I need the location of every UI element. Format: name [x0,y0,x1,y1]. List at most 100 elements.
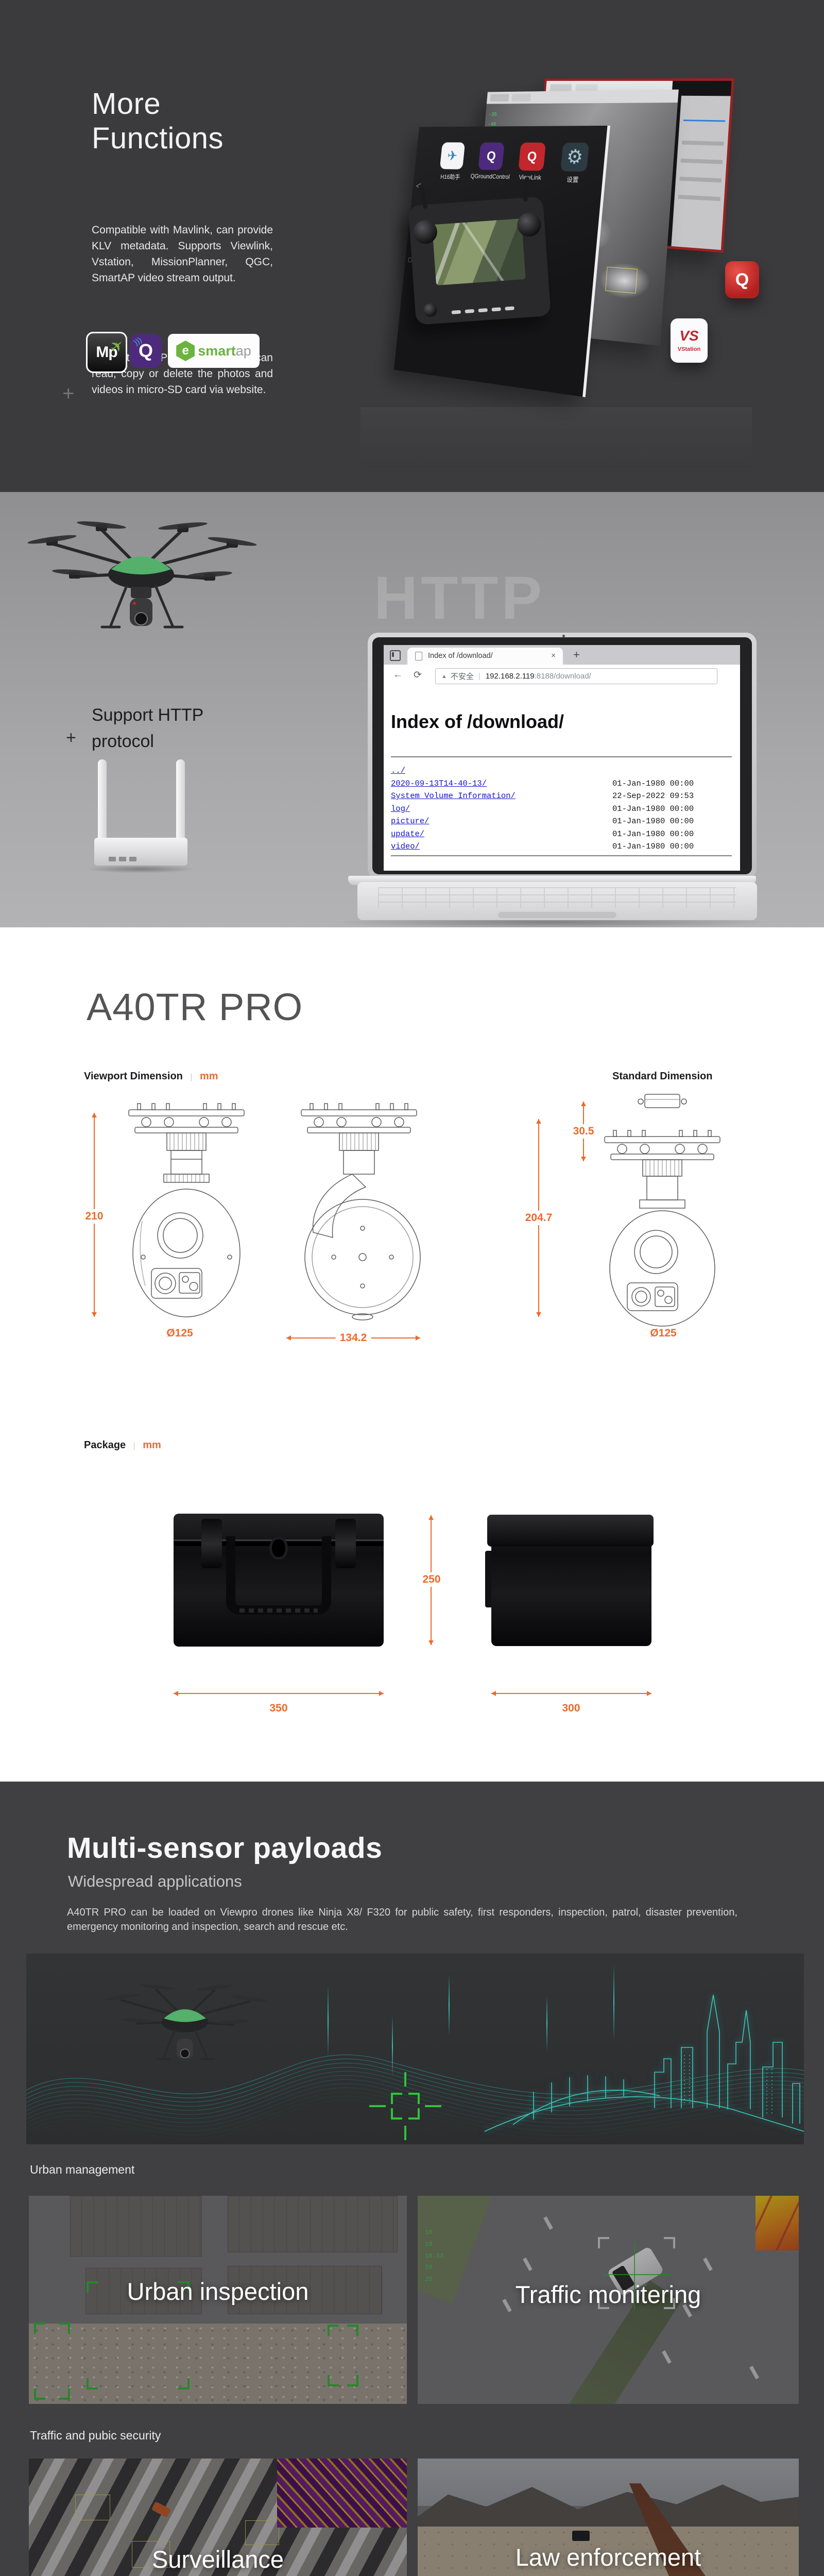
laptop-keyboard [357,882,757,920]
not-secure-label: 不安全 [450,672,474,681]
file-link[interactable]: 2020-09-13T14-40-13/ [391,778,487,788]
dim-line-300 [491,1691,651,1696]
smartap-logo-light: ap [235,343,251,359]
browser-tab[interactable]: Index of /download/ × [407,648,563,665]
new-tab-icon[interactable]: + [573,648,580,661]
reload-icon[interactable]: ⟳ [414,670,422,681]
payloads-title: Multi-sensor payloads [67,1832,383,1865]
smartap-hex-icon: e [176,341,195,361]
gear-icon: ⚙ [560,142,590,172]
product-title: A40TR PRO [87,986,303,1028]
dim-134: 134.2 [335,1331,371,1345]
file-link[interactable]: update/ [391,829,425,839]
browser-tab-strip: Index of /download/ × + [384,645,740,665]
dim-210: 210 [81,1209,108,1224]
card-traffic-monitoring: 10 18 18.33 20 25 Traffic monitering [418,2196,799,2404]
missionplanner-logo: Mp ✈ [86,332,128,373]
group-label-urban: Urban management [30,2163,135,2176]
dark-overlay [418,2196,799,2404]
back-icon[interactable]: ← [393,669,403,680]
h16-icon: ✈ [439,142,466,170]
file-row: log/01-Jan-1980 00:00 [391,804,694,814]
card-urban-inspection: Urban inspection [29,2196,407,2404]
address-bar[interactable]: ▲ 不安全 | 192.168.2.119 :8188/download/ [435,668,717,684]
file-row: update/01-Jan-1980 00:00 [391,829,694,839]
controller-button-round [423,303,438,317]
tracking-brackets [87,2281,190,2389]
router-antenna-right [176,759,185,841]
gimbal-front-drawing [119,1103,253,1324]
tracking-box [75,2495,110,2520]
hud-values: 10 18 18.33 20 25 [425,2229,444,2283]
page-icon [415,652,422,660]
patrol-vehicle [572,2531,590,2541]
file-list: ../ 2020-09-13T14-40-13/01-Jan-1980 00:0… [391,765,732,853]
caption-plus: + [66,728,76,748]
reflection-effect [360,407,752,492]
router-device [94,838,187,866]
dim-30: 30.5 [569,1124,598,1139]
controller-button [505,306,514,311]
app-qgroundcontrol: Q QGroundControl [470,142,512,180]
viewlink-floating-icon: Q [725,261,759,298]
warning-icon: ▲ [441,673,447,680]
toolbar-tab [490,94,509,102]
tab-title: Index of /download/ [428,652,493,660]
qgc-logo-text: Q [138,340,153,361]
file-link[interactable]: System Volume Information/ [391,791,516,801]
building-roof [228,2266,382,2314]
laptop-screen: Index of /download/ × + ← ⟳ ▲ 不安全 | 192.… [384,645,740,871]
desert [418,2527,799,2576]
viewlink-icon: Q [518,142,546,171]
browser-toolbar: ← ⟳ ▲ 不安全 | 192.168.2.119 :8188/download… [384,665,740,688]
dark-overlay [29,2196,407,2404]
thermal-inset [756,2196,799,2250]
http-caption: Support HTTP protocol [92,702,203,755]
paragraph-mavlink: Compatible with Mavlink, can provide KLV… [92,224,273,284]
hero-banner [26,1954,804,2144]
feed-toolbar [486,89,679,104]
card-title: Urban inspection [127,2278,309,2305]
tab-list-icon[interactable] [390,650,401,661]
light-streak [613,1964,614,2041]
tracking-box [132,2541,170,2568]
building-roof [70,2196,202,2257]
card-title: Law enforcement [515,2544,701,2571]
building-roof [228,2196,398,2252]
close-tab-icon[interactable]: × [551,651,556,660]
url-path: :8188/download/ [534,672,591,681]
section-dimensions: A40TR PRO Viewport Dimension | mm Standa… [0,927,824,1782]
group-label-security: Traffic and pubic security [30,2429,161,2442]
title-line-1: More [92,87,161,121]
crosshair-tick [404,2126,406,2140]
file-row: ../ [391,765,732,777]
controller-button [491,307,501,312]
app-viewlink: Q ViewLink [510,142,553,181]
gimbal-side-drawing [284,1103,423,1324]
dim-diameter-standard: Ø125 [650,1327,677,1339]
case-latch [335,1519,356,1568]
tracking-brackets [328,2325,358,2386]
dim-350: 350 [269,1702,288,1714]
file-link[interactable]: video/ [391,842,420,851]
router-port [119,857,126,861]
light-streak [449,1974,450,2036]
file-row: video/01-Jan-1980 00:00 [391,842,694,851]
plus-decoration: + [62,382,75,405]
file-link[interactable]: picture/ [391,817,430,826]
controller-button [478,308,488,313]
card-surveillance: ACFT N 0°00'00.0 E 0°00'00.0 Surveillanc… [29,2459,407,2576]
payloads-subtitle: Widespread applications [68,1872,242,1890]
controller-map-screen [432,218,526,285]
form-row [682,140,724,146]
file-link[interactable]: ../ [391,766,405,775]
package-header: Package | mm [84,1439,161,1451]
caption-line-1: Support HTTP [92,705,204,725]
dark-overlay [29,2459,407,2576]
file-link[interactable]: log/ [391,804,410,814]
app-screens-collage: ▮▮▮▮▮▮▮▮ [330,46,783,492]
vstation-floating-icon: VS VStation [671,318,708,363]
case-side-image [485,1515,654,1646]
app-h16: ✈ H16助手 [432,142,472,181]
title-line-2: Functions [92,122,224,156]
